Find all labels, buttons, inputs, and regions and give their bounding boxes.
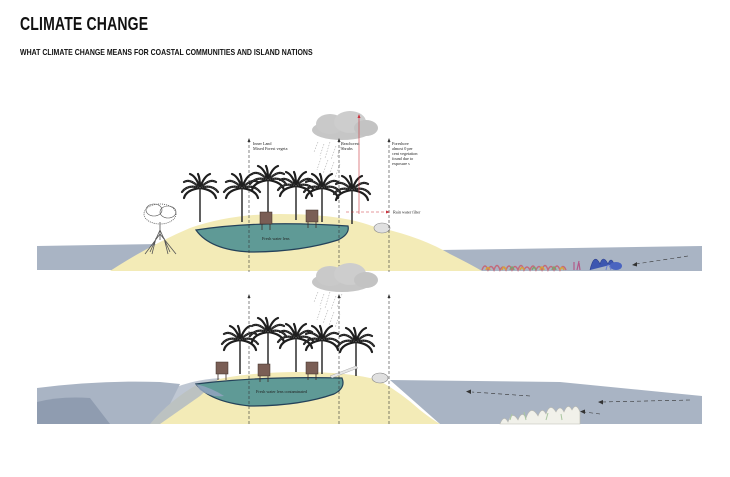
- page-title: CLIMATE CHANGE: [20, 14, 149, 34]
- rock-icon: [373, 222, 391, 234]
- palm-tree-icon: [332, 174, 372, 226]
- rain-water-filter-label: Rain water filter: [393, 210, 421, 215]
- coral-reef-icon: [481, 258, 622, 272]
- top-sea-right: [440, 246, 702, 271]
- bottom-diagram: Fresh water lens contaminated: [37, 263, 702, 426]
- top-diagram: Fresh water lens Inne: [37, 111, 702, 272]
- bleached-coral-icon: [499, 406, 581, 425]
- top-fresh-water-label: Fresh water lens: [262, 236, 290, 241]
- hut-icon: [215, 361, 229, 381]
- wave-arrow: [580, 409, 601, 415]
- palm-tree-icon: [248, 164, 288, 216]
- page-subtitle: WHAT CLIMATE CHANGE MEANS FOR COASTAL CO…: [20, 47, 313, 57]
- wave-arrow: [598, 399, 691, 405]
- rock-icon: [371, 372, 389, 384]
- debris-icon: [329, 365, 359, 379]
- palm-tree-icon: [180, 172, 220, 224]
- bottom-fresh-water-label: Fresh water lens contaminated: [256, 389, 308, 394]
- wave-arrow: [466, 389, 531, 397]
- cloud-icon: [312, 111, 378, 140]
- wave-arrow: [632, 255, 689, 267]
- rain-icon: [313, 141, 343, 179]
- mangrove-icon: [143, 203, 177, 255]
